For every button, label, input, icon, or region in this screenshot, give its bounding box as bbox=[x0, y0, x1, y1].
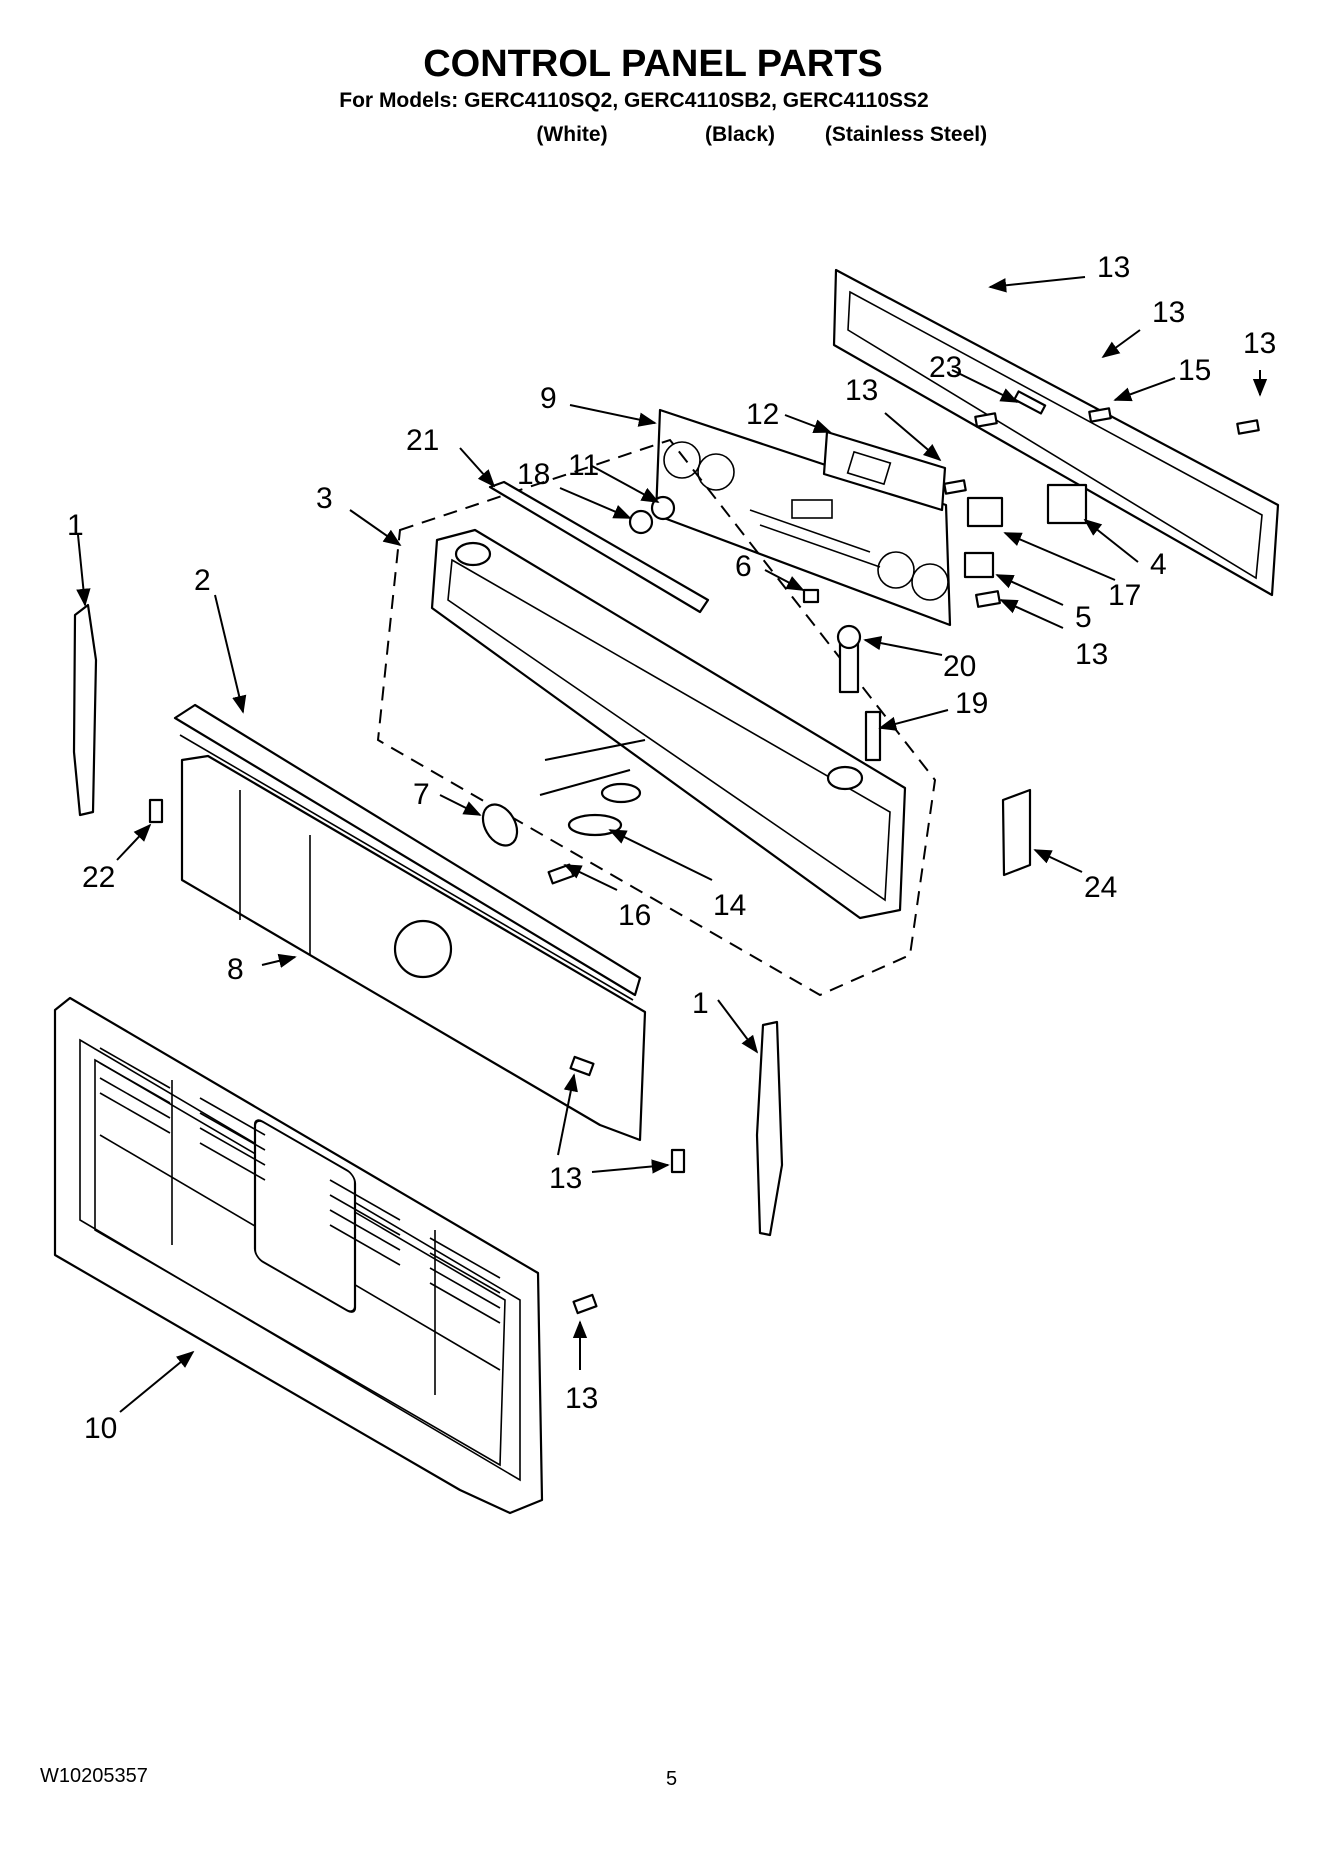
top-rail bbox=[173, 703, 642, 1001]
callout-3: 3 bbox=[316, 482, 333, 515]
callout-5: 5 bbox=[1075, 601, 1092, 634]
callout-13-g: 13 bbox=[565, 1382, 598, 1415]
callout-13-f: 13 bbox=[549, 1162, 582, 1195]
callout-1-right: 1 bbox=[692, 987, 709, 1020]
callout-9: 9 bbox=[540, 382, 557, 415]
callout-24: 24 bbox=[1084, 871, 1117, 904]
callout-13-a: 13 bbox=[1097, 251, 1130, 284]
inner-panel bbox=[180, 754, 647, 1142]
rear-panel bbox=[53, 996, 544, 1515]
callout-4: 4 bbox=[1150, 548, 1167, 581]
callout-16: 16 bbox=[618, 899, 651, 932]
rear-trim-strip bbox=[832, 268, 1280, 597]
callout-6: 6 bbox=[735, 550, 752, 583]
callout-2: 2 bbox=[194, 564, 211, 597]
screw bbox=[670, 1148, 686, 1174]
finish-stainless: (Stainless Steel) bbox=[825, 123, 987, 146]
small-parts bbox=[148, 407, 1260, 885]
wire-clip bbox=[1001, 788, 1032, 877]
callout-19: 19 bbox=[955, 687, 988, 720]
finish-black: (Black) bbox=[705, 123, 775, 146]
console-frame bbox=[430, 528, 907, 920]
callout-22: 22 bbox=[82, 861, 115, 894]
callout-10: 10 bbox=[84, 1412, 117, 1445]
screw bbox=[572, 1293, 598, 1315]
display-board bbox=[822, 430, 947, 512]
callout-15: 15 bbox=[1178, 354, 1211, 387]
callout-17: 17 bbox=[1108, 579, 1141, 612]
callout-labels: 13 13 13 23 15 9 12 13 21 11 18 3 4 17 6… bbox=[67, 251, 1276, 1445]
callout-13-b: 13 bbox=[1152, 296, 1185, 329]
callout-8: 8 bbox=[227, 953, 244, 986]
finish-white: (White) bbox=[536, 123, 607, 146]
screw bbox=[569, 1055, 595, 1077]
leader-lines bbox=[76, 276, 1268, 1413]
callout-12: 12 bbox=[746, 398, 779, 431]
callout-13-d: 13 bbox=[845, 374, 878, 407]
document-number: W10205357 bbox=[40, 1765, 148, 1787]
callout-21: 21 bbox=[406, 424, 439, 457]
callout-1-left: 1 bbox=[67, 509, 84, 542]
callout-20: 20 bbox=[943, 650, 976, 683]
models-line: For Models: GERC4110SQ2, GERC4110SB2, GE… bbox=[339, 89, 928, 112]
callout-11: 11 bbox=[568, 449, 599, 482]
callout-14: 14 bbox=[713, 889, 746, 922]
callout-7: 7 bbox=[413, 778, 430, 811]
callout-23: 23 bbox=[929, 351, 962, 384]
right-end-bracket bbox=[755, 1020, 784, 1237]
diagram-title: CONTROL PANEL PARTS bbox=[423, 43, 883, 85]
console-assembly-outline bbox=[376, 438, 937, 997]
callout-13-e: 13 bbox=[1075, 638, 1108, 671]
callout-18: 18 bbox=[517, 458, 550, 491]
left-end-bracket bbox=[72, 603, 98, 817]
console-bracket bbox=[488, 480, 710, 614]
callout-13-c: 13 bbox=[1243, 327, 1276, 360]
page-number: 5 bbox=[666, 1768, 677, 1790]
